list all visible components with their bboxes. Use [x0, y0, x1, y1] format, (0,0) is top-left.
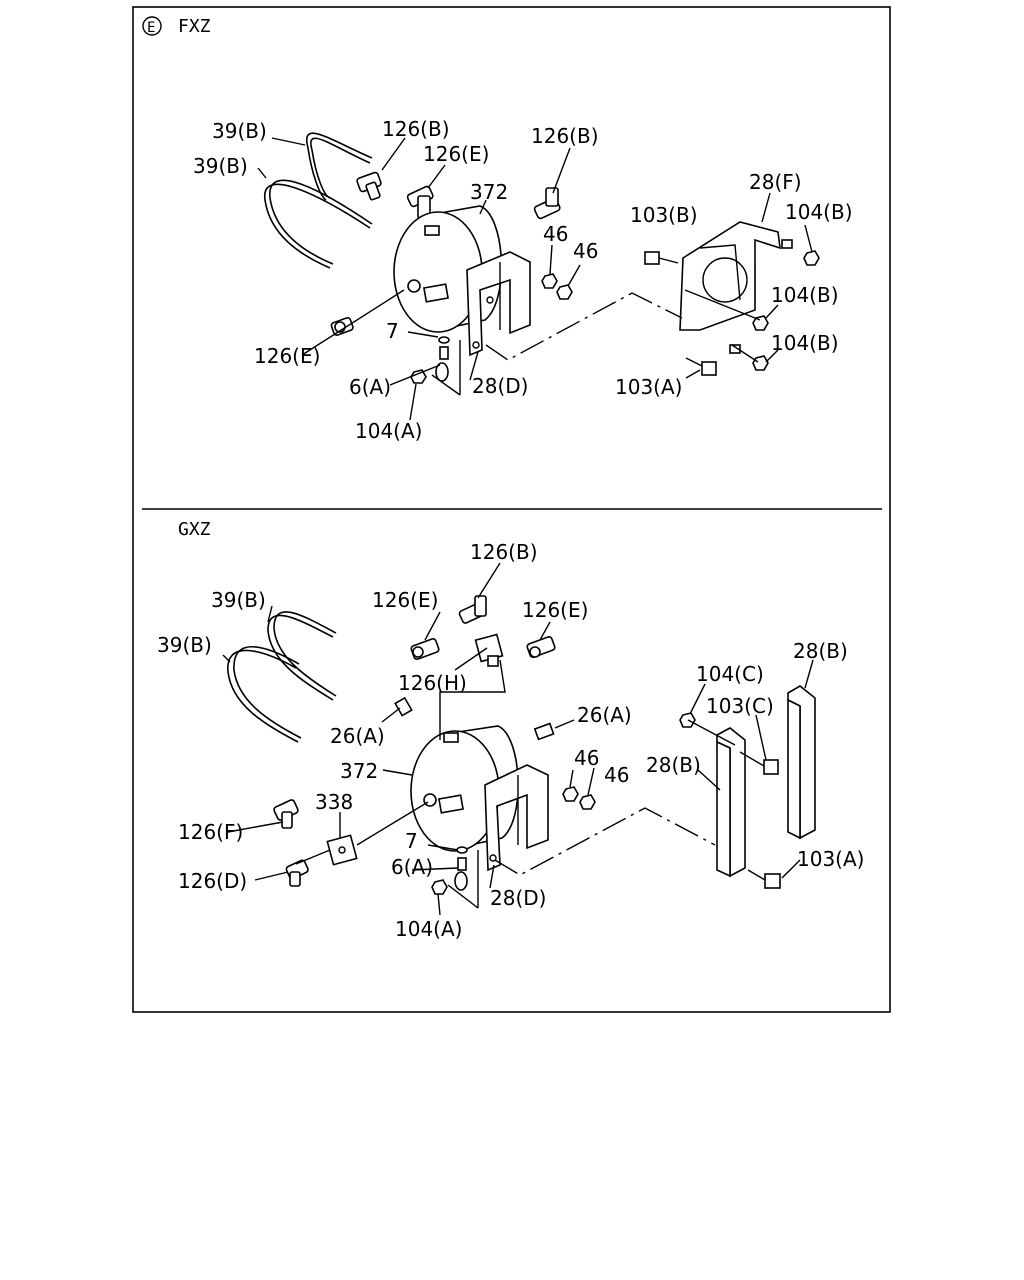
label-104b-mid: 104(B) — [771, 283, 839, 307]
label-26a-left: 26(A) — [330, 724, 385, 748]
label-46-a-gxz: 46 — [574, 746, 599, 770]
elbow-fitting-126e-left-gxz — [410, 638, 440, 660]
block-338 — [326, 834, 358, 866]
label-126e-top: 126(E) — [423, 142, 489, 166]
section-model-fxz: FXZ — [178, 16, 211, 37]
label-46-b-gxz: 46 — [604, 763, 629, 787]
bolt-103b — [644, 251, 679, 265]
nut-46-b-gxz — [579, 794, 596, 810]
hose-39b-upper-gxz — [267, 611, 337, 701]
label-126f: 126(F) — [178, 820, 243, 844]
label-126h: 126(H) — [398, 671, 467, 695]
label-39b-lower: 39(B) — [193, 154, 248, 178]
label-46-b: 46 — [573, 239, 598, 263]
elbow-fitting-126b-gxz — [458, 595, 487, 624]
label-28b-left: 28(B) — [646, 753, 701, 777]
label-46-a: 46 — [543, 222, 568, 246]
tee-fitting-126h — [474, 633, 504, 667]
nut-46-b — [556, 284, 573, 300]
bracket-28d — [466, 251, 531, 357]
elbow-fitting-126d — [285, 859, 309, 887]
elbow-fitting-126b-left — [356, 171, 382, 201]
leaders-fxz — [257, 137, 813, 421]
label-103a: 103(A) — [615, 375, 682, 399]
bolt-short-right — [729, 239, 793, 354]
label-6a-gxz: 6(A) — [391, 855, 433, 879]
bracket-28f — [679, 221, 781, 331]
label-6a: 6(A) — [349, 375, 391, 399]
label-338: 338 — [315, 790, 353, 814]
label-28d: 28(D) — [472, 374, 528, 398]
label-126b-right: 126(B) — [531, 124, 599, 148]
leaders-gxz — [222, 562, 814, 916]
label-28f: 28(F) — [749, 170, 802, 194]
label-28b-right: 28(B) — [793, 639, 848, 663]
label-104a: 104(A) — [355, 419, 422, 443]
label-tank-372-gxz: 372 — [340, 759, 378, 783]
bolt-103a — [685, 357, 717, 376]
label-39b-upper: 39(B) — [212, 119, 267, 143]
hose-39b-lower-gxz — [227, 646, 302, 743]
bolt-103a-gxz — [747, 869, 781, 889]
label-28d-gxz: 28(D) — [490, 886, 546, 910]
section-fxz: E FXZ — [142, 16, 853, 443]
label-tank-372: 372 — [470, 180, 508, 204]
elbow-fitting-126f — [273, 799, 299, 829]
elbow-fitting-126e-right-gxz — [526, 636, 556, 658]
nut-104b-top — [803, 250, 820, 266]
label-103a-gxz: 103(A) — [797, 847, 864, 871]
label-126d: 126(D) — [178, 869, 247, 893]
diagram-frame — [132, 6, 891, 1013]
section-model-gxz: GXZ — [178, 519, 211, 540]
elbow-fitting-126e-left — [330, 316, 354, 336]
nut-104a-gxz — [431, 879, 448, 895]
label-103b: 103(B) — [630, 203, 698, 227]
label-126b-gxz: 126(B) — [470, 540, 538, 564]
channel-28b-right — [787, 685, 816, 840]
bracket-28d-gxz — [484, 764, 549, 872]
label-126e-right-gxz: 126(E) — [522, 598, 588, 622]
elbow-fitting-126b-right — [533, 187, 561, 220]
drain-valve-6a — [435, 336, 450, 382]
hose-39b-upper — [305, 132, 373, 201]
hose-39b-lower — [264, 179, 373, 269]
label-104b-top: 104(B) — [785, 200, 853, 224]
bolt-103c — [739, 751, 779, 775]
plug-26a-right — [533, 722, 555, 741]
label-26a-right: 26(A) — [577, 703, 632, 727]
plug-26a-left — [394, 696, 413, 717]
label-39b-lower-gxz: 39(B) — [157, 633, 212, 657]
label-104a-gxz: 104(A) — [395, 917, 462, 941]
label-126b-left: 126(B) — [382, 117, 450, 141]
label-7: 7 — [386, 319, 399, 343]
air-tank-372 — [393, 205, 503, 333]
svg-text:E: E — [147, 20, 155, 36]
section-gxz: GXZ — [157, 519, 864, 941]
label-126e-left: 126(E) — [254, 344, 320, 368]
label-104c: 104(C) — [696, 662, 764, 686]
nut-104c — [679, 712, 696, 728]
label-39b-upper-gxz: 39(B) — [211, 588, 266, 612]
nut-46-a — [541, 273, 558, 289]
section-code-badge: E — [142, 16, 162, 36]
channel-28b-left — [716, 727, 746, 878]
nut-104b-mid — [752, 315, 769, 331]
nut-104b-low — [752, 355, 769, 371]
label-103c: 103(C) — [706, 694, 774, 718]
label-126e-left-gxz: 126(E) — [372, 588, 438, 612]
nut-46-a-gxz — [562, 786, 579, 802]
elbow-fitting-126e-top — [406, 185, 434, 219]
label-104b-low: 104(B) — [771, 331, 839, 355]
label-7-gxz: 7 — [405, 829, 418, 853]
